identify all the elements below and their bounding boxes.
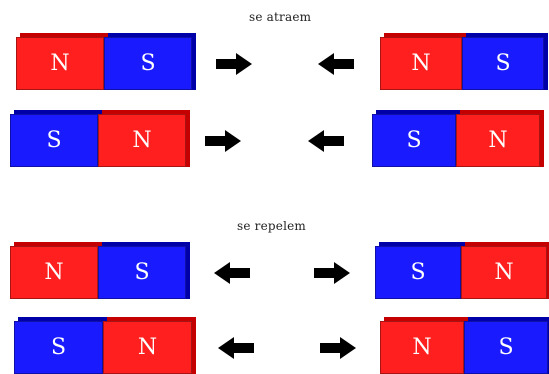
left-arrow-icon xyxy=(318,53,354,75)
south-pole: S xyxy=(375,242,465,299)
left-arrow-icon xyxy=(214,262,250,284)
south-pole: S xyxy=(464,317,549,374)
north-pole: N xyxy=(16,33,108,90)
south-pole: S xyxy=(104,33,196,90)
south-pole: S xyxy=(462,33,548,90)
north-pole: N xyxy=(456,110,544,167)
south-pole: S xyxy=(10,110,102,167)
north-pole: N xyxy=(103,317,196,374)
right-arrow-icon xyxy=(205,130,241,152)
left-arrow-icon xyxy=(218,337,254,359)
south-pole: S xyxy=(14,317,107,374)
attract-heading: se atraem xyxy=(249,10,312,24)
north-pole: N xyxy=(380,317,468,374)
right-arrow-icon xyxy=(320,337,356,359)
south-pole: S xyxy=(98,242,190,299)
north-pole: N xyxy=(10,242,102,299)
right-arrow-icon xyxy=(216,53,252,75)
north-pole: N xyxy=(461,242,549,299)
north-pole: N xyxy=(380,33,466,90)
left-arrow-icon xyxy=(308,130,344,152)
right-arrow-icon xyxy=(314,262,350,284)
south-pole: S xyxy=(372,110,460,167)
repel-heading: se repelem xyxy=(237,219,307,233)
north-pole: N xyxy=(98,110,190,167)
